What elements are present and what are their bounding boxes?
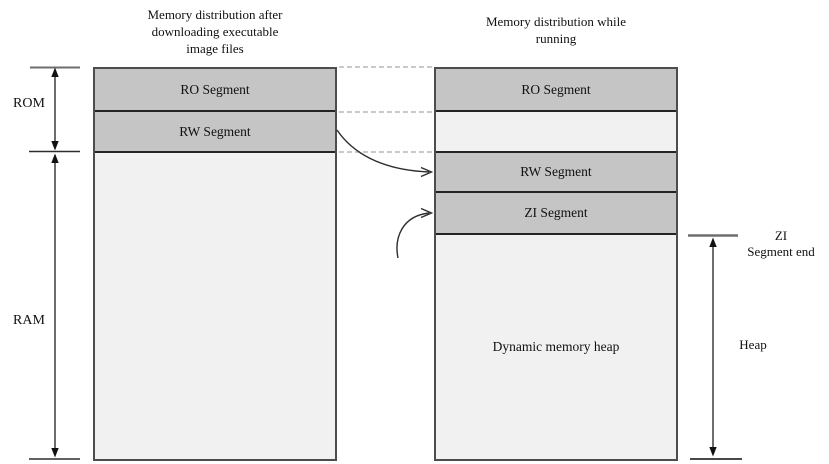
zi-segment-end-label: ZI Segment end (747, 228, 815, 259)
right-zi-segment: ZI Segment (436, 193, 676, 235)
left-empty-ram-area (95, 153, 335, 459)
right-memory-panel: RO Segment RW Segment ZI Segment Dynamic… (434, 67, 678, 461)
dashed-guide-lines (339, 66, 432, 153)
zi-creation-arrow (396, 207, 434, 259)
right-ro-segment: RO Segment (436, 69, 676, 112)
left-column-title: Memory distribution after downloading ex… (147, 7, 283, 56)
ram-measure-arrow (29, 153, 80, 460)
right-column-title: Memory distribution while running (485, 14, 627, 46)
ram-label: RAM (13, 313, 45, 328)
left-memory-panel: RO Segment RW Segment (93, 67, 337, 461)
rw-relocation-arrow (336, 129, 434, 178)
rom-label: ROM (13, 96, 45, 111)
dynamic-memory-heap-area: Dynamic memory heap (436, 235, 676, 459)
left-ro-segment: RO Segment (95, 69, 335, 112)
right-rw-segment: RW Segment (436, 153, 676, 193)
left-rw-segment: RW Segment (95, 112, 335, 153)
right-unused-gap (436, 112, 676, 153)
heap-label: Heap (739, 337, 767, 352)
